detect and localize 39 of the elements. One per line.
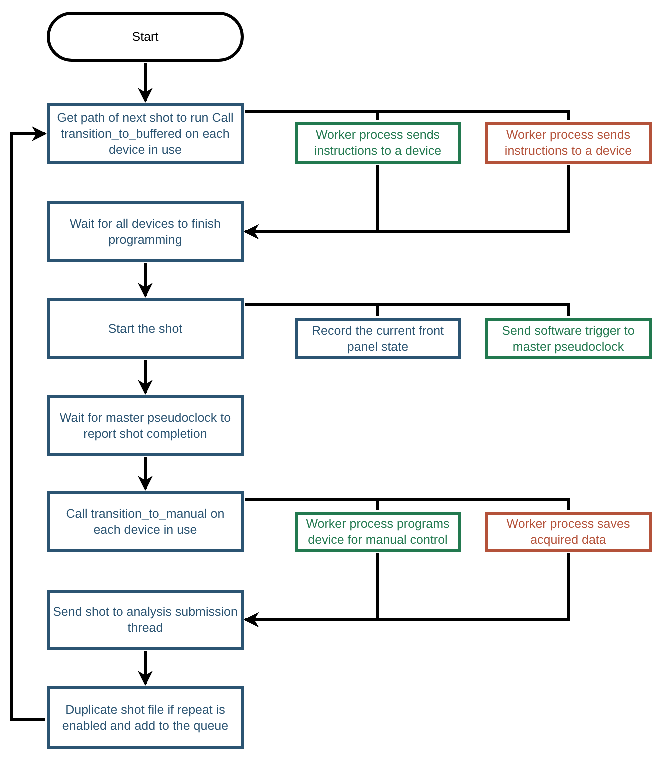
process-box: [47, 103, 244, 164]
box-text: Start the shot: [108, 320, 183, 336]
process-box: [47, 395, 244, 456]
start-terminal: [47, 12, 244, 62]
box-text: Worker process programs device for manual control: [305, 516, 451, 548]
arrow: [138, 652, 153, 686]
arrow: [244, 554, 570, 628]
connector-line: [246, 304, 570, 316]
process-box: [47, 298, 244, 359]
process-box: [485, 122, 652, 164]
process-box: [47, 491, 244, 552]
arrow: [244, 166, 570, 240]
arrow: [138, 360, 153, 395]
box-text: Start: [132, 29, 159, 45]
box-text: Wait for all devices to finish programming: [69, 216, 222, 248]
arrow: [10, 126, 47, 721]
process-box: [47, 590, 244, 650]
connector-line: [246, 110, 570, 120]
process-box: [295, 122, 461, 164]
box-text: Duplicate shot file if repeat is enabled and add to the queue: [61, 702, 230, 734]
process-box: [295, 512, 461, 552]
connector-line: [246, 498, 570, 510]
box-text: Worker process sends instructions to a device: [504, 127, 634, 159]
box-text: Record the current front panel state: [310, 322, 445, 354]
process-box: [47, 686, 244, 749]
process-box: [485, 512, 652, 552]
box-text: Send software trigger to master pseudoclock: [501, 322, 636, 354]
arrow: [138, 264, 153, 298]
process-box: [295, 318, 461, 359]
box-text: Get path of next shot to run Call transition_to_buffered on each device in use: [56, 110, 235, 158]
box-text: Worker process saves acquired data: [506, 516, 632, 548]
box-text: Wait for master pseudoclock to report shot completion: [58, 410, 232, 442]
arrow: [138, 458, 153, 491]
process-box: [485, 318, 652, 359]
box-text: Worker process sends instructions to a device: [313, 127, 443, 159]
process-box: [47, 201, 244, 262]
arrow: [138, 64, 153, 103]
box-text: Call transition_to_manual on each device in use: [65, 506, 226, 538]
box-text: Send shot to analysis submission thread: [52, 604, 239, 636]
